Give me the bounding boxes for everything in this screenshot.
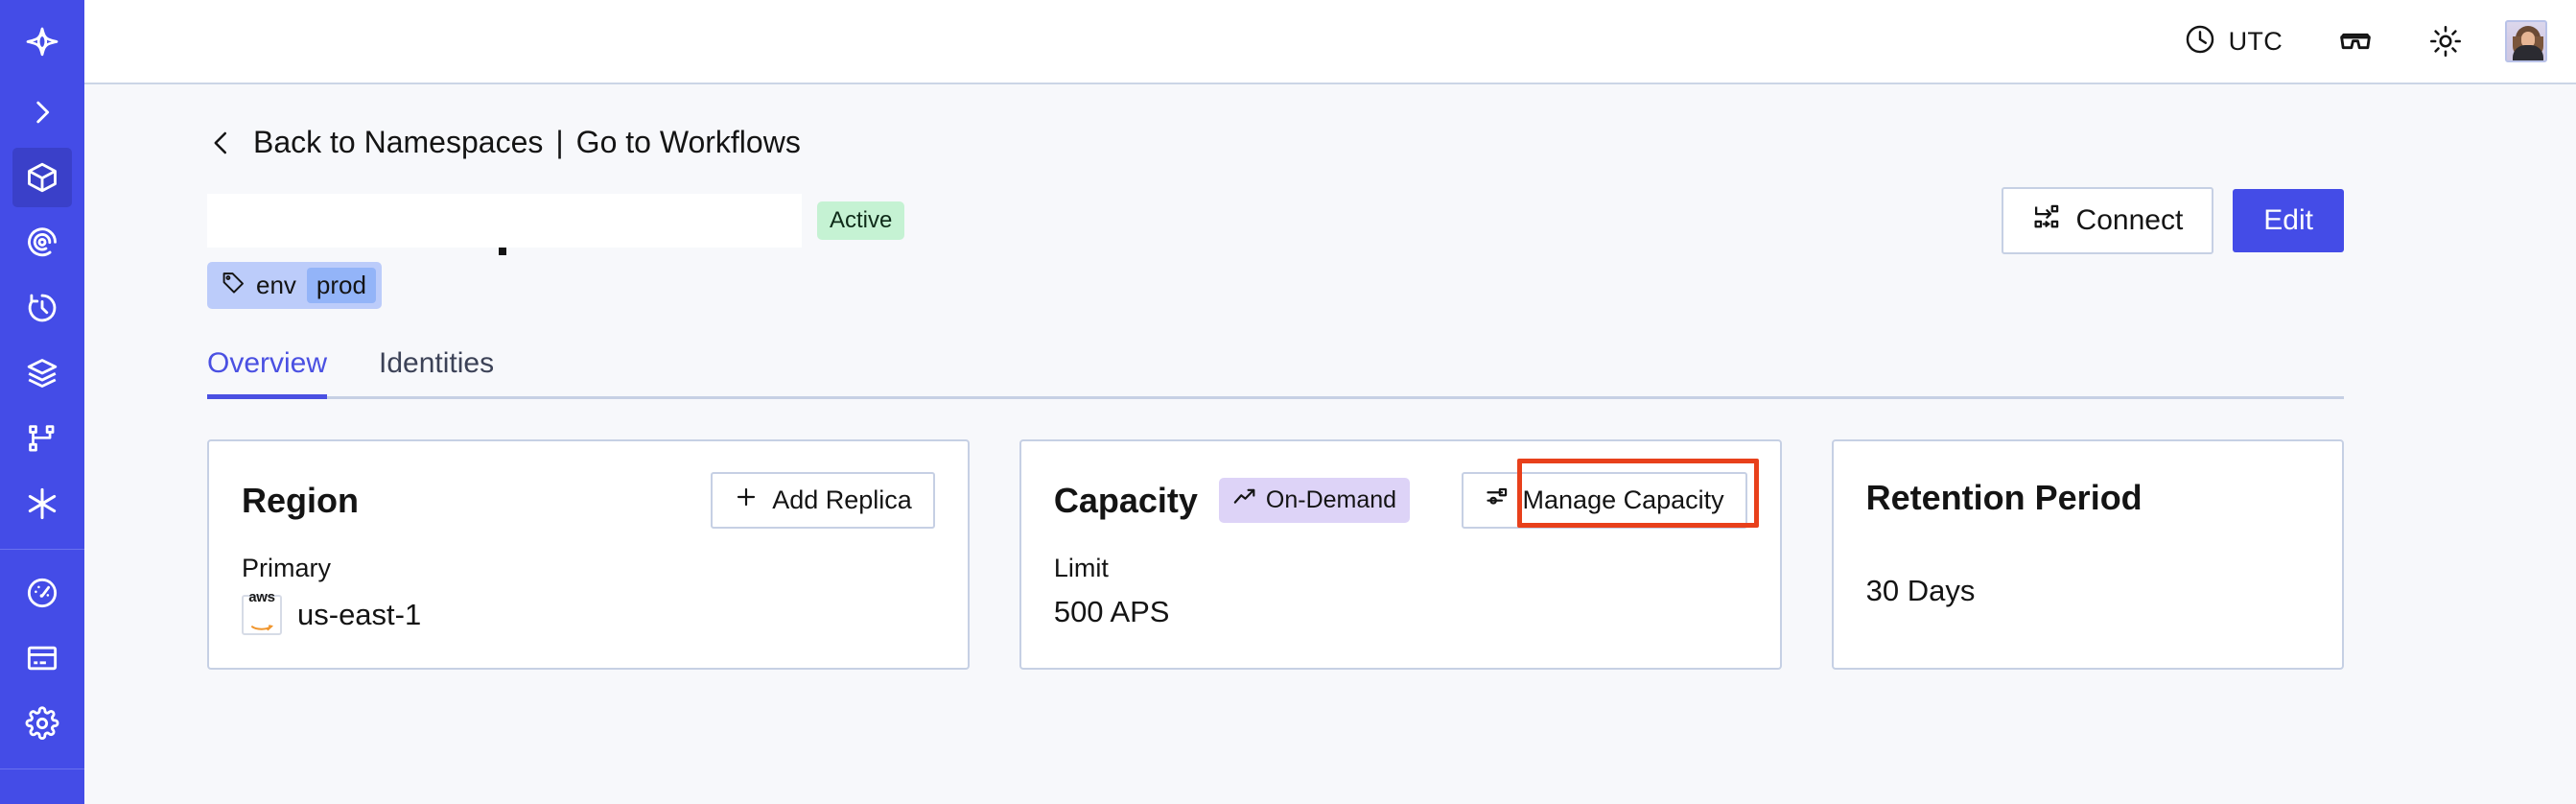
- region-card-header: Region Add Replica: [242, 472, 935, 529]
- region-value: us-east-1: [297, 598, 422, 631]
- breadcrumb: Back to Namespaces | Go to Workflows: [207, 125, 2344, 160]
- tab-overview[interactable]: Overview: [207, 347, 328, 399]
- capacity-card-header: Capacity On-Demand: [1054, 472, 1747, 529]
- sidebar-divider-top: [0, 549, 84, 550]
- content-area: Back to Namespaces | Go to Workflows Act…: [84, 84, 2576, 804]
- sidebar-item-usage[interactable]: [12, 563, 72, 623]
- clock-icon: [2184, 23, 2216, 60]
- timezone-label: UTC: [2228, 26, 2283, 56]
- capacity-limit-label: Limit: [1053, 554, 1109, 582]
- capacity-mode-badge: On-Demand: [1218, 478, 1411, 523]
- page-title: [207, 194, 802, 255]
- main-region: UTC: [84, 0, 2576, 804]
- retention-card: Retention Period 30 Days: [1831, 439, 2344, 670]
- temporal-logo-icon[interactable]: [12, 13, 72, 73]
- manage-capacity-label: Manage Capacity: [1522, 485, 1724, 514]
- chevron-left-icon[interactable]: [207, 127, 236, 159]
- capacity-card-title: Capacity: [1053, 480, 1198, 520]
- add-replica-button[interactable]: Add Replica: [711, 472, 935, 529]
- topbar: UTC: [84, 0, 2576, 84]
- manage-capacity-button[interactable]: Manage Capacity: [1461, 472, 1747, 529]
- aws-logo-text: aws: [248, 589, 275, 605]
- retention-card-title: Retention Period: [1865, 478, 2143, 517]
- capacity-mode-label: On-Demand: [1265, 486, 1397, 513]
- tab-bar: Overview Identities: [207, 347, 2344, 399]
- capacity-card: Capacity On-Demand: [1019, 439, 1782, 670]
- tag-row: env prod: [207, 262, 2344, 309]
- header-actions: Connect Edit: [2001, 187, 2344, 254]
- sidebar: [0, 0, 84, 804]
- connect-flow-icon: [2032, 202, 2061, 239]
- sun-icon[interactable]: [2401, 12, 2490, 70]
- back-to-namespaces-link[interactable]: Back to Namespaces: [253, 125, 544, 159]
- glasses-icon[interactable]: [2309, 12, 2401, 70]
- tag-icon: [221, 271, 246, 300]
- connect-button-label: Connect: [2075, 204, 2184, 236]
- tag-value: prod: [306, 268, 376, 303]
- retention-value: 30 Days: [1865, 574, 1976, 607]
- region-value-row: aws us-east-1: [242, 590, 935, 635]
- aws-smile: [250, 605, 274, 640]
- sidebar-item-expand-sidebar[interactable]: [12, 83, 72, 142]
- region-primary-label: Primary: [242, 554, 331, 582]
- sidebar-item-billing[interactable]: [12, 628, 72, 688]
- title-redaction-dot: [499, 248, 506, 255]
- avatar-body: [2513, 45, 2543, 60]
- namespace-tag[interactable]: env prod: [207, 262, 382, 309]
- breadcrumb-separator: |: [555, 125, 564, 159]
- status-badge: Active: [817, 201, 905, 240]
- plus-icon: [734, 485, 759, 516]
- sidebar-item-observability[interactable]: [12, 213, 72, 272]
- avatar[interactable]: [2505, 20, 2547, 62]
- sidebar-item-nexus[interactable]: [12, 474, 72, 533]
- sliders-icon: [1485, 485, 1510, 516]
- aws-logo-icon: aws: [242, 590, 282, 635]
- retention-card-header: Retention Period: [1866, 472, 2309, 524]
- region-card: Region Add Replica: [207, 439, 970, 670]
- sidebar-item-schedules[interactable]: [12, 278, 72, 338]
- region-card-title: Region: [242, 480, 359, 520]
- go-to-workflows-link[interactable]: Go to Workflows: [575, 125, 801, 159]
- timezone-selector[interactable]: UTC: [2157, 12, 2309, 70]
- sidebar-item-settings[interactable]: [12, 694, 72, 753]
- edit-button[interactable]: Edit: [2233, 189, 2344, 252]
- sidebar-item-namespaces[interactable]: [12, 148, 72, 207]
- add-replica-label: Add Replica: [772, 485, 912, 514]
- tag-key: env: [256, 271, 296, 299]
- trending-up-icon: [1232, 485, 1257, 516]
- sidebar-item-stacks[interactable]: [12, 343, 72, 403]
- connect-button[interactable]: Connect: [2001, 187, 2214, 254]
- namespace-header: Active: [207, 187, 2344, 255]
- edit-button-label: Edit: [2263, 204, 2313, 236]
- tab-identities[interactable]: Identities: [379, 347, 495, 379]
- overview-cards: Region Add Replica: [207, 439, 2344, 670]
- capacity-limit-value: 500 APS: [1053, 595, 1170, 628]
- avatar-face: [2521, 32, 2535, 48]
- sidebar-item-workflows[interactable]: [12, 409, 72, 468]
